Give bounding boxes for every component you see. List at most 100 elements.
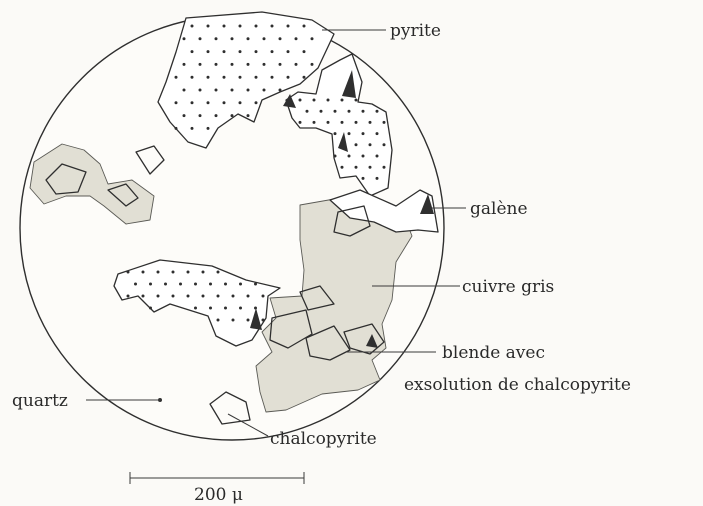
pyrite-dot <box>191 76 194 79</box>
pyrite-dot <box>334 155 337 158</box>
pyrite-dot <box>247 114 250 117</box>
pyrite-dot <box>287 76 290 79</box>
pyrite-dot <box>255 25 258 28</box>
pyrite-dot <box>142 271 145 274</box>
pyrite-dot <box>263 89 266 92</box>
pyrite-dot <box>217 295 220 298</box>
label-chalcopyrite: chalcopyrite <box>270 429 377 449</box>
pyrite-dot <box>362 132 365 135</box>
pyrite-dot <box>263 37 266 40</box>
pyrite-dot <box>313 121 316 124</box>
pyrite-dot <box>383 143 386 146</box>
label-pyrite: pyrite <box>390 21 441 41</box>
pyrite-dot <box>341 99 344 102</box>
pyrite-dot <box>232 295 235 298</box>
pyrite-dot <box>255 50 258 53</box>
pyrite-dot <box>376 132 379 135</box>
pyrite-dot <box>231 89 234 92</box>
pyrite-dot <box>175 76 178 79</box>
pyrite-dot <box>355 143 358 146</box>
pyrite-dot <box>127 295 130 298</box>
pyrite-dot <box>303 25 306 28</box>
pyrite-dot <box>172 271 175 274</box>
pyrite-dot <box>303 76 306 79</box>
pyrite-dot <box>207 25 210 28</box>
pyrite-dot <box>295 63 298 66</box>
pyrite-dot <box>334 132 337 135</box>
pyrite-dot <box>209 283 212 286</box>
pyrite-dot <box>355 166 358 169</box>
pyrite-dot <box>341 143 344 146</box>
pyrite-dot <box>232 319 235 322</box>
pyrite-dot <box>287 25 290 28</box>
pyrite-dot <box>313 99 316 102</box>
pyrite-dot <box>348 110 351 113</box>
pyrite-dot <box>311 63 314 66</box>
pyrite-dot <box>271 25 274 28</box>
pyrite-dot <box>191 50 194 53</box>
pyrite-dot <box>376 155 379 158</box>
pyrite-dot <box>175 101 178 104</box>
pyrite-dot <box>239 50 242 53</box>
pyrite-dot <box>295 37 298 40</box>
pyrite-dot <box>327 99 330 102</box>
label-blende-line1: blende avec <box>442 343 545 363</box>
pyrite-dot <box>215 89 218 92</box>
pyrite-dot <box>383 166 386 169</box>
pyrite-dot <box>223 101 226 104</box>
pyrite-dot <box>320 110 323 113</box>
pyrite-dot <box>279 89 282 92</box>
pyrite-dot <box>247 37 250 40</box>
pyrite-dot <box>149 283 152 286</box>
pyrite-dot <box>231 63 234 66</box>
pyrite-dot <box>355 121 358 124</box>
pyrite-dot <box>187 271 190 274</box>
pyrite-dot <box>231 37 234 40</box>
pyrite-dot <box>369 121 372 124</box>
pyrite-dot <box>202 295 205 298</box>
pyrite-dot <box>247 63 250 66</box>
pyrite-dot <box>164 283 167 286</box>
pyrite-dot <box>231 114 234 117</box>
pyrite-dot <box>209 307 212 310</box>
pyrite-dot <box>215 37 218 40</box>
pyrite-dot <box>207 50 210 53</box>
pyrite-dot <box>376 110 379 113</box>
pyrite-dot <box>223 25 226 28</box>
pyrite-dot <box>191 25 194 28</box>
pyrite-dot <box>194 307 197 310</box>
label-galene: galène <box>470 199 528 219</box>
pyrite-dot <box>369 166 372 169</box>
pyrite-dot <box>262 295 265 298</box>
pyrite-dot <box>179 283 182 286</box>
pyrite-dot <box>287 50 290 53</box>
pyrite-dot <box>239 76 242 79</box>
pyrite-dot <box>157 295 160 298</box>
pyrite-dot <box>254 283 257 286</box>
pyrite-dot <box>194 283 197 286</box>
pyrite-dot <box>215 63 218 66</box>
pyrite-dot <box>239 307 242 310</box>
pyrite-dot <box>191 127 194 130</box>
label-quartz: quartz <box>12 391 68 411</box>
pyrite-dot <box>348 132 351 135</box>
pyrite-dot <box>271 50 274 53</box>
pyrite-dot <box>157 271 160 274</box>
pyrite-dot <box>239 25 242 28</box>
pyrite-dot <box>263 63 266 66</box>
pyrite-dot <box>383 121 386 124</box>
pyrite-dot <box>183 63 186 66</box>
pyrite-dot <box>223 76 226 79</box>
pyrite-dot <box>299 99 302 102</box>
pyrite-dot <box>134 283 137 286</box>
pyrite-dot <box>217 319 220 322</box>
pyrite-dot <box>142 295 145 298</box>
pyrite-dot <box>199 37 202 40</box>
pyrite-dot <box>341 166 344 169</box>
pyrite-dot <box>299 121 302 124</box>
pyrite-dot <box>247 319 250 322</box>
pyrite-dot <box>127 271 130 274</box>
quartz-marker <box>158 398 162 402</box>
label-blende-line2: exsolution de chalcopyrite <box>404 375 631 395</box>
